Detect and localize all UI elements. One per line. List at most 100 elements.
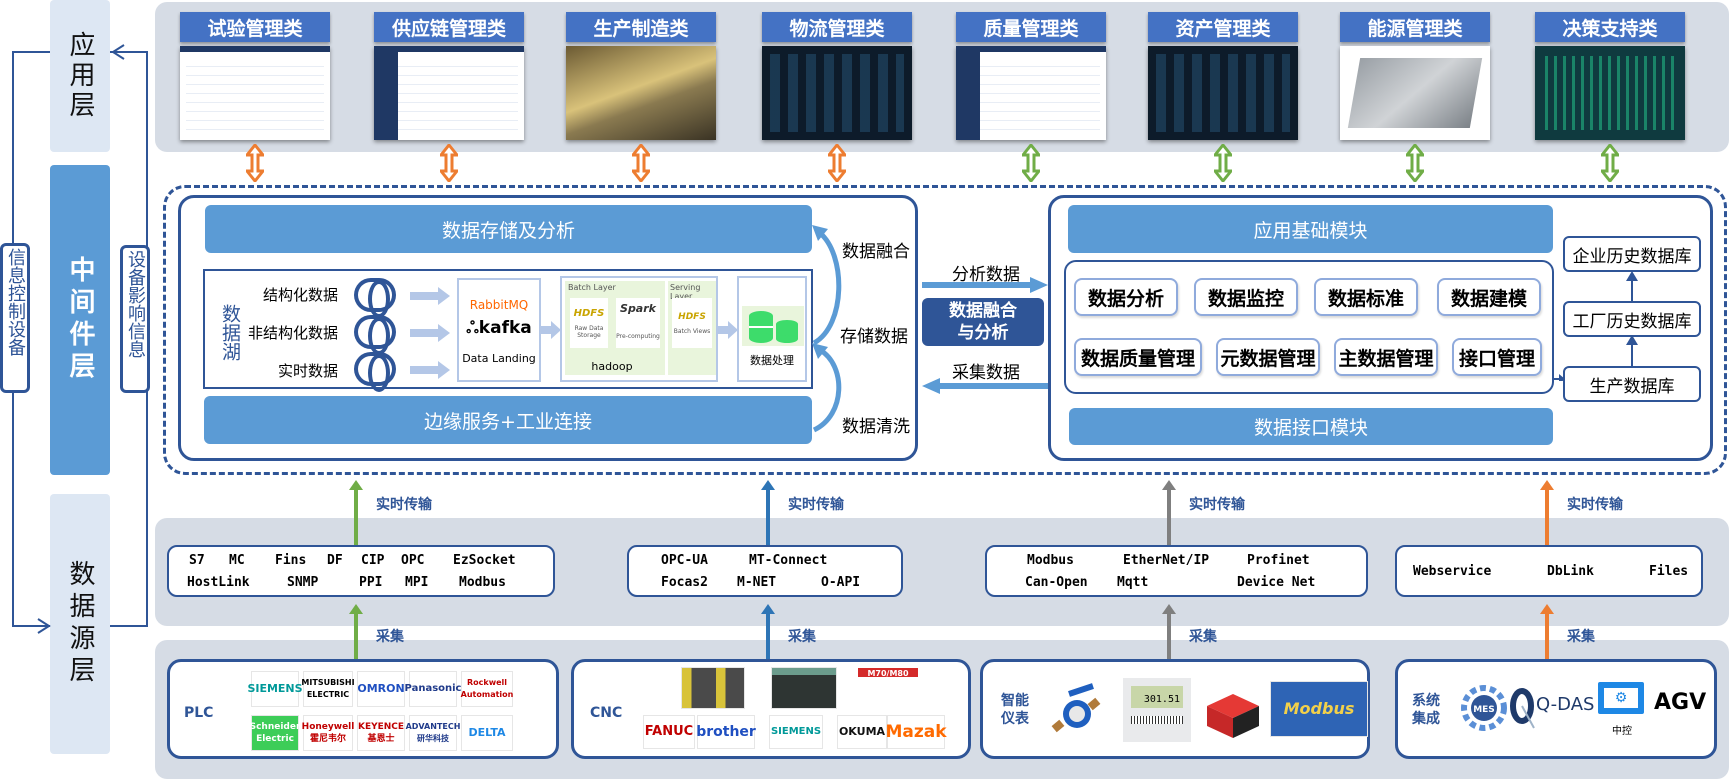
app-title: 资产管理类 xyxy=(1148,12,1298,42)
data-fusion-analysis-badge: 数据融合 与分析 xyxy=(922,298,1044,346)
protocol-item: Profinet xyxy=(1247,553,1310,568)
analyze-data-label: 分析数据 xyxy=(952,265,1020,285)
omron-logo: OMRON xyxy=(357,672,405,706)
agv-logo: AGV xyxy=(1654,690,1707,715)
protocol-item: O-API xyxy=(821,575,861,590)
app-card[interactable]: 决策支持类 xyxy=(1535,12,1685,140)
data-lake-label: 数据湖 xyxy=(218,304,242,361)
siemens-controller-image xyxy=(772,668,836,708)
honeywell-logo: Honeywell 霍尼韦尔 xyxy=(302,716,354,750)
protocol-item: Files xyxy=(1649,564,1689,579)
data-landing-caption: Data Landing xyxy=(462,352,536,365)
brother-logo: brother xyxy=(696,716,756,748)
realtime-transfer-arrow xyxy=(1162,480,1176,550)
app-card[interactable]: 生产制造类 xyxy=(566,12,716,140)
app-screenshot xyxy=(180,46,330,140)
arrow-right-icon xyxy=(37,618,51,634)
data-processing-box: 数据处理 xyxy=(737,276,807,382)
water-meter-icon xyxy=(1051,683,1101,733)
app-title: 供应链管理类 xyxy=(374,12,524,42)
data-interface-bar: 数据接口模块 xyxy=(1069,408,1553,445)
app-title: 能源管理类 xyxy=(1340,12,1490,42)
rockwell-logo: Rockwell Automation xyxy=(461,672,513,706)
protocol-item: EzSocket xyxy=(453,553,516,568)
app-card[interactable]: 能源管理类 xyxy=(1340,12,1490,140)
store-data-label: 存储数据 xyxy=(840,327,908,347)
data-fusion-label: 数据融合 xyxy=(842,242,910,262)
qdas-icon xyxy=(1510,688,1535,729)
realtime-transfer-label: 实时传输 xyxy=(376,497,432,513)
protocol-item: Modbus xyxy=(459,575,506,590)
cylinder-icon xyxy=(354,278,396,318)
realtime-transfer-label: 实时传输 xyxy=(1189,497,1245,513)
schneider-logo: Schneider Electric xyxy=(250,716,300,750)
pre-computing-caption: Pre-computing xyxy=(616,333,660,340)
collect-label: 采集 xyxy=(788,629,816,645)
barcode xyxy=(1131,716,1183,724)
data-interface-title: 数据接口模块 xyxy=(1253,417,1368,439)
central-control-icon: ⚙ xyxy=(1598,682,1644,714)
app-foundation-title: 应用基础模块 xyxy=(1253,219,1368,242)
meter-reading: 301.51 xyxy=(1131,686,1183,708)
bidirectional-arrow-icon xyxy=(440,144,458,182)
fat-arrow-icon xyxy=(410,361,450,379)
kafka-icon: ஃ xyxy=(466,318,479,337)
collect-arrow xyxy=(761,604,775,667)
middleware-layer-text: 中间件层 xyxy=(65,256,95,384)
collect-arrow xyxy=(1540,604,1554,667)
module-card: 元数据管理 xyxy=(1216,338,1320,376)
app-card[interactable]: 供应链管理类 xyxy=(374,12,524,140)
fat-arrow-icon xyxy=(410,287,450,305)
control-loop-top xyxy=(12,51,50,53)
mazak-logo: Mazak xyxy=(885,716,947,748)
app-card[interactable]: 物流管理类 xyxy=(762,12,912,140)
protocol-item: CIP xyxy=(361,553,385,568)
app-card[interactable]: 资产管理类 xyxy=(1148,12,1298,140)
protocol-item: Webservice xyxy=(1413,564,1492,579)
hadoop-caption: hadoop xyxy=(591,360,633,373)
module-card: 主数据管理 xyxy=(1334,338,1438,376)
protocol-box-system: Webservice DbLink Files xyxy=(1395,545,1703,597)
info-control-device-tag: 信息控制设备 xyxy=(0,243,30,393)
hdfs-card: HDFS Raw Data Storage xyxy=(570,298,608,348)
hdfs-logo: HDFS xyxy=(678,312,706,322)
collect-label: 采集 xyxy=(1567,629,1595,645)
data-lake-text: 数据湖 xyxy=(219,304,241,361)
realtime-transfer-arrow xyxy=(761,480,775,550)
module-card: 接口管理 xyxy=(1452,338,1542,376)
bidirectional-arrow-icon xyxy=(1601,144,1619,182)
kafka-logo: ஃkafka xyxy=(459,318,539,339)
factory-history-db: 工厂历史数据库 xyxy=(1563,301,1701,337)
arrow-up-icon xyxy=(1626,335,1638,345)
production-db: 生产数据库 xyxy=(1563,366,1701,402)
collect-arrow xyxy=(349,604,363,667)
app-card[interactable]: 试验管理类 xyxy=(180,12,330,140)
protocol-item: DbLink xyxy=(1547,564,1594,579)
system-integration-label: 系统集成 xyxy=(1412,693,1440,727)
arrow-up-icon xyxy=(1626,271,1638,281)
collect-data-label: 采集数据 xyxy=(952,363,1020,383)
db-flow-arrows xyxy=(1554,271,1638,381)
edge-service-title: 边缘服务+工业连接 xyxy=(424,410,592,433)
hadoop-box: Batch Layer Serving Layer HDFS Raw Data … xyxy=(560,276,718,382)
panasonic-logo: Panasonic xyxy=(405,672,462,706)
collect-arrow xyxy=(1162,604,1176,667)
control-loop-bottom xyxy=(12,625,50,627)
advantech-logo: ADVANTECH 研华科技 xyxy=(406,716,460,750)
batch-views-card: HDFS Batch Views xyxy=(672,298,712,348)
modbus-logo: Modbus xyxy=(1271,682,1367,736)
collect-label: 采集 xyxy=(1189,629,1217,645)
protocol-box-cnc: OPC-UA MT-Connect Focas2 M-NET O-API xyxy=(627,545,903,597)
app-title: 质量管理类 xyxy=(956,12,1106,42)
mitsubishi-logo: MITSUBISHI ELECTRIC xyxy=(301,672,355,706)
delta-logo: DELTA xyxy=(462,716,512,750)
cnc-label: CNC xyxy=(590,705,623,721)
bidirectional-arrow-icon xyxy=(246,144,264,182)
module-card: 数据标准 xyxy=(1314,278,1418,316)
data-source-layer-text: 数据源层 xyxy=(65,560,95,688)
protocol-item: OPC-UA xyxy=(661,553,708,568)
protocol-item: Focas2 xyxy=(661,575,708,590)
app-card[interactable]: 质量管理类 xyxy=(956,12,1106,140)
feedback-loop-bottom xyxy=(110,625,148,627)
module-card: 数据监控 xyxy=(1194,278,1298,316)
